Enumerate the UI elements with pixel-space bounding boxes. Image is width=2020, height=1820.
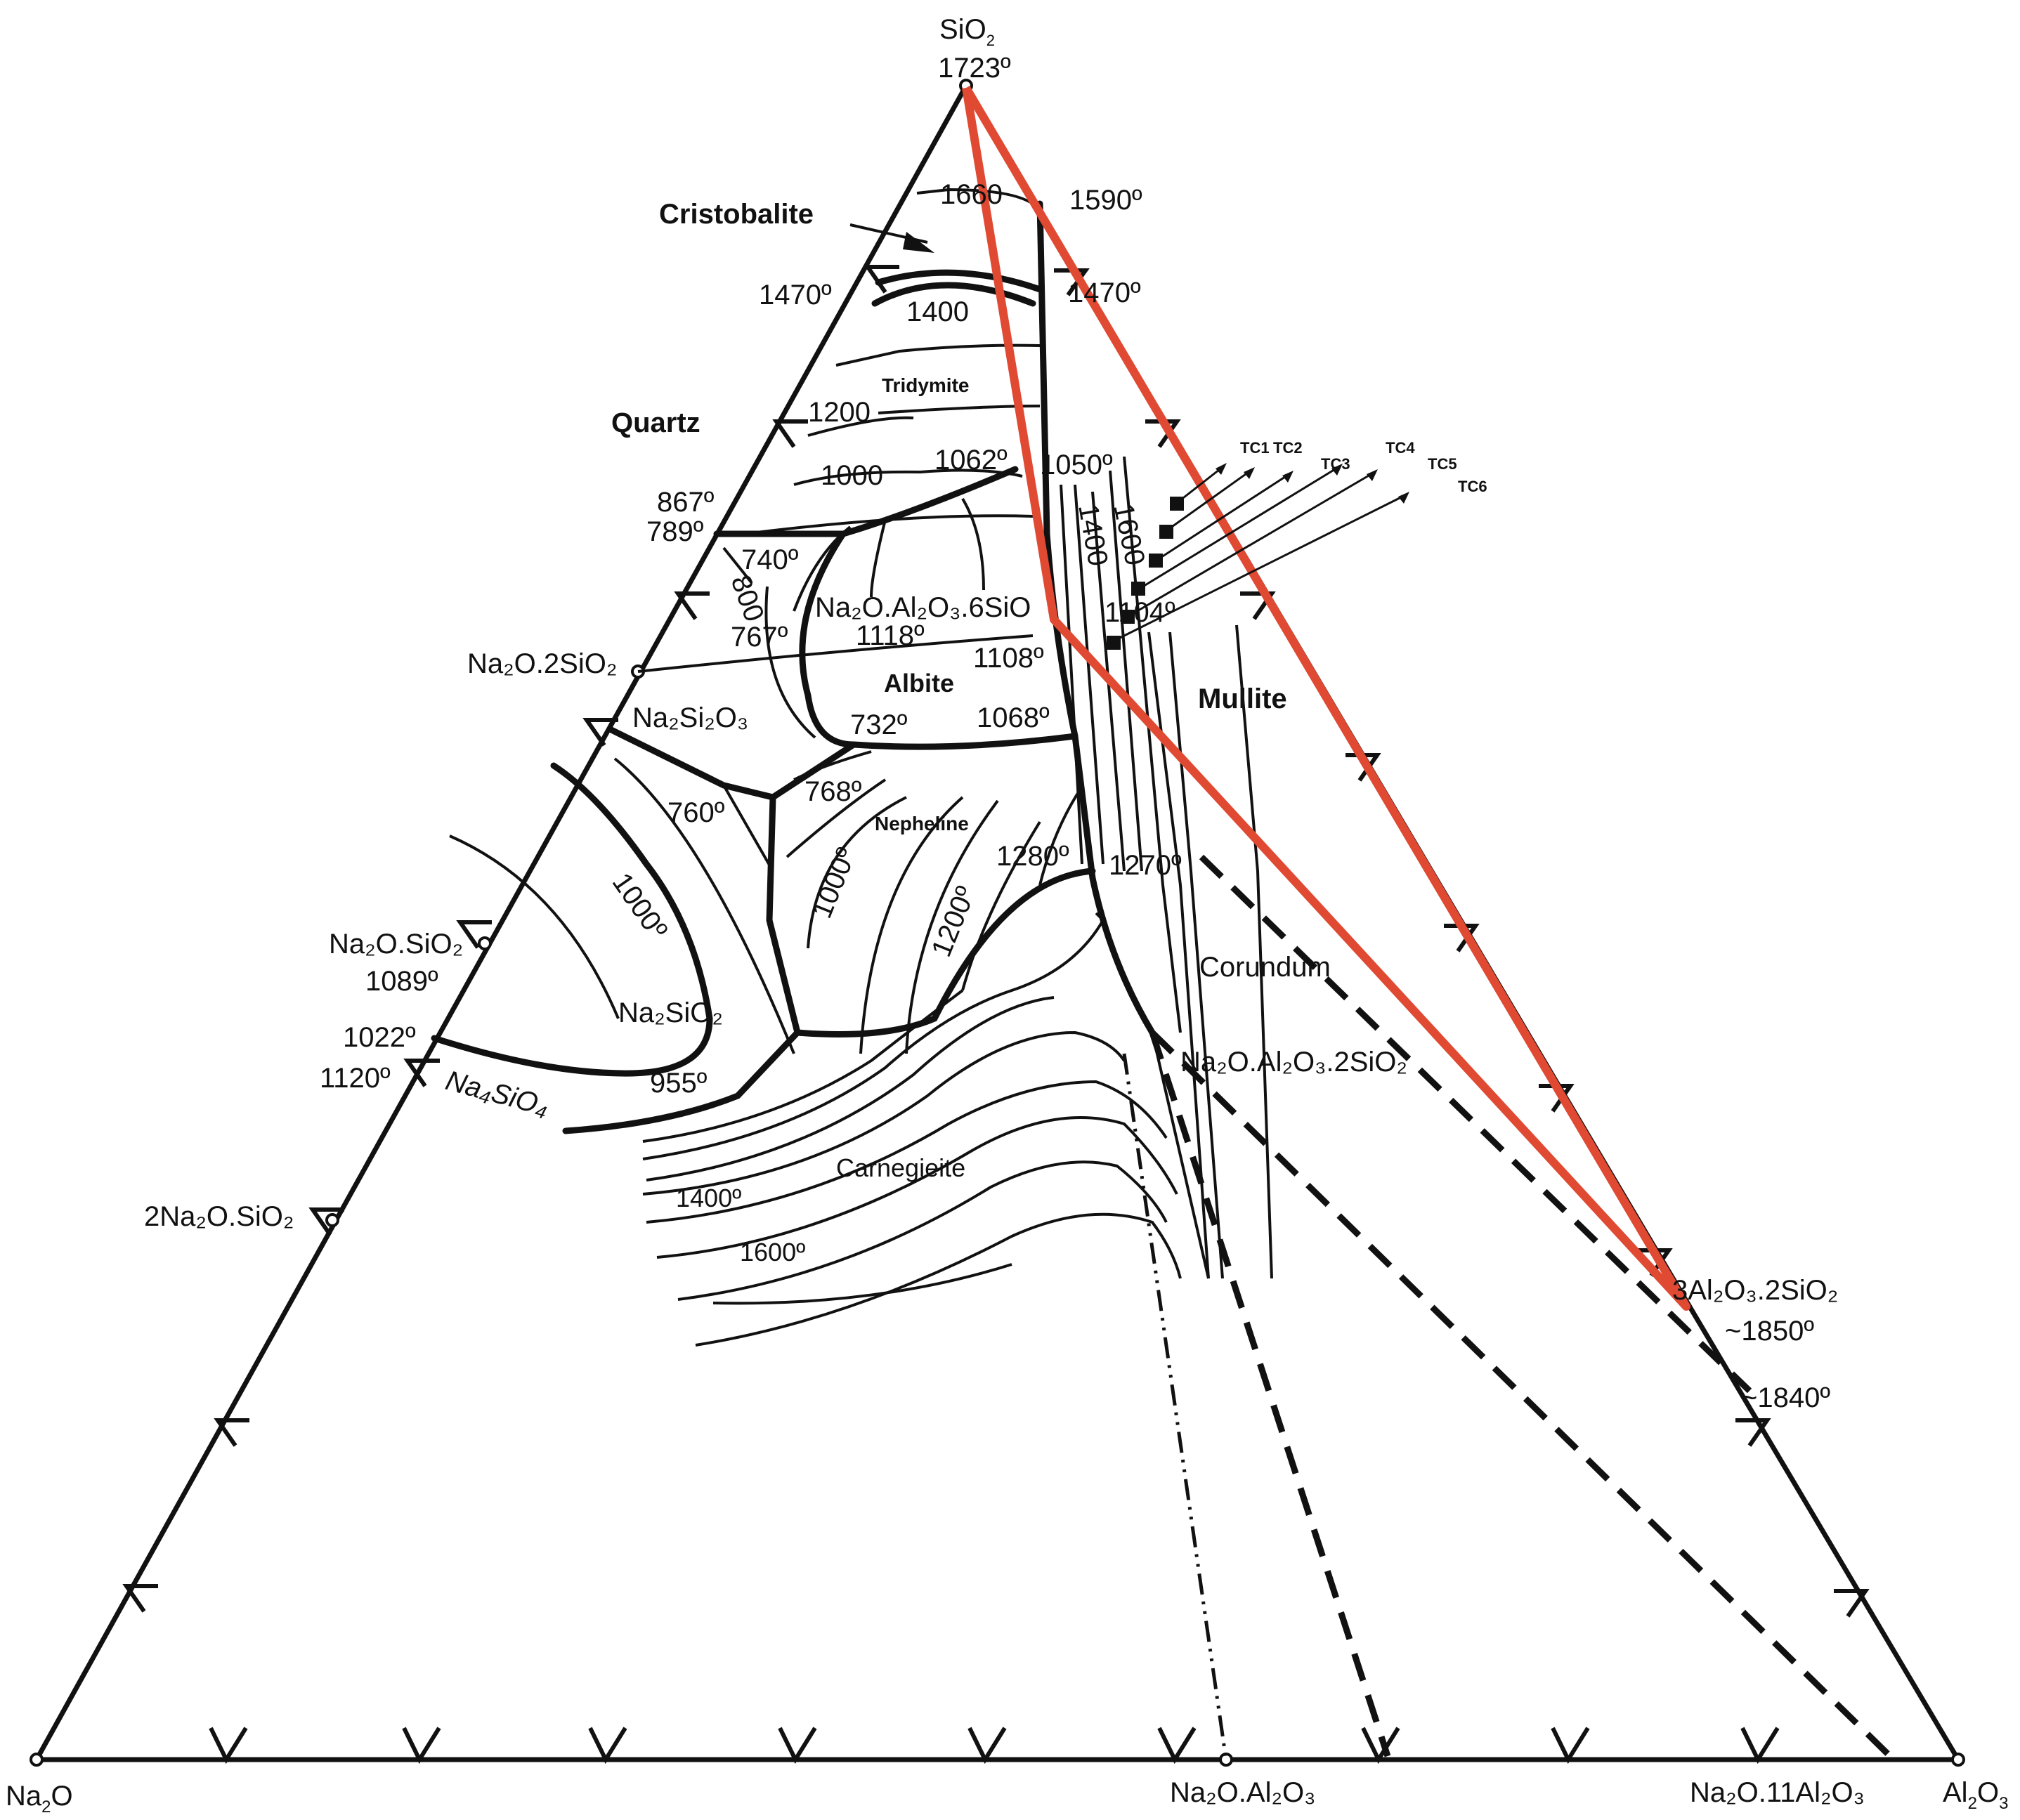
- svg-text:1270º: 1270º: [1109, 850, 1182, 881]
- na2o-label: Na2O: [6, 1781, 73, 1816]
- join-lines: [1122, 854, 1893, 1760]
- svg-text:1000º: 1000º: [807, 843, 863, 922]
- na2o-2sio2-label: Na₂O.2SiO₂: [467, 648, 617, 679]
- svg-text:1400º: 1400º: [676, 1184, 741, 1212]
- 2na2o-sio2-label: 2Na₂O.SiO₂: [144, 1201, 294, 1232]
- svg-text:732º: 732º: [850, 709, 908, 740]
- quartz-label: Quartz: [611, 407, 701, 438]
- edge-ticks: [122, 265, 1870, 1765]
- na2o-sio2-label: Na₂O.SiO₂: [329, 929, 463, 960]
- sio2-temp: 1723º: [938, 53, 1011, 84]
- svg-text:1089º: 1089º: [365, 966, 438, 997]
- svg-text:1470º: 1470º: [1068, 277, 1141, 308]
- svg-text:1050º: 1050º: [1040, 450, 1113, 480]
- svg-text:789º: 789º: [646, 516, 704, 547]
- corundum-label: Corundum: [1199, 952, 1331, 983]
- corner-labels: SiO2 1723º Na2O Al2O3: [6, 14, 2008, 1816]
- svg-text:1120º: 1120º: [320, 1063, 391, 1094]
- na2o-al2o3-label: Na₂O.Al₂O₃: [1170, 1777, 1315, 1808]
- na2si2o3-label: Na₂Si₂O₃: [632, 702, 748, 733]
- svg-text:767º: 767º: [731, 622, 788, 653]
- nepheline-formula-label: Na₂O.Al₂O₃.2SiO₂: [1180, 1047, 1407, 1078]
- tc5-marker: TC5: [1121, 455, 1457, 624]
- svg-text:~1850º: ~1850º: [1725, 1316, 1814, 1347]
- compound-labels: Na₂O.2SiO₂ Na₂Si₂O₃ Na₂O.SiO₂ Na₂SiO₂ Na…: [144, 592, 1865, 1808]
- svg-text:1280º: 1280º: [996, 841, 1069, 872]
- highlight-region: [962, 85, 1690, 1311]
- thermocouple-markers: TC1 TC2 TC3 TC4 TC5: [1107, 439, 1487, 650]
- svg-text:1660: 1660: [940, 179, 1003, 210]
- tc2-marker: TC2: [1159, 439, 1303, 539]
- svg-text:TC2: TC2: [1273, 439, 1303, 457]
- cristobalite-arrow: [849, 223, 934, 253]
- na2sio2-label: Na₂SiO₂: [618, 997, 723, 1028]
- svg-text:1118º: 1118º: [856, 620, 925, 651]
- svg-text:1000º: 1000º: [606, 868, 674, 945]
- svg-text:867º: 867º: [657, 487, 715, 518]
- cristobalite-label: Cristobalite: [659, 199, 814, 230]
- svg-text:1470º: 1470º: [759, 280, 832, 310]
- na2o-11al2o3-label: Na₂O.11Al₂O₃: [1690, 1777, 1865, 1808]
- mullite-formula-label: 3Al₂O₃.2SiO₂: [1672, 1275, 1838, 1306]
- svg-text:1104º: 1104º: [1105, 597, 1175, 628]
- svg-text:1600º: 1600º: [740, 1238, 805, 1266]
- tc1-marker: TC1: [1170, 439, 1270, 511]
- svg-text:1000: 1000: [821, 460, 883, 491]
- 2na2o-sio2-node: [325, 1213, 339, 1227]
- mullite-label: Mullite: [1198, 683, 1287, 714]
- al2o3-node: [1951, 1753, 1965, 1767]
- svg-text:1022º: 1022º: [343, 1022, 416, 1053]
- svg-text:760º: 760º: [667, 797, 725, 828]
- svg-text:TC5: TC5: [1428, 455, 1457, 473]
- svg-text:768º: 768º: [804, 776, 862, 807]
- svg-text:1068º: 1068º: [977, 702, 1050, 733]
- svg-text:TC6: TC6: [1458, 478, 1487, 495]
- svg-text:TC1: TC1: [1240, 439, 1270, 457]
- albite-label: Albite: [884, 669, 954, 698]
- na2o-node: [30, 1753, 44, 1767]
- tc4-marker: TC4: [1131, 439, 1415, 596]
- sio2-label: SiO2: [939, 14, 995, 49]
- svg-text:1400: 1400: [1072, 502, 1114, 568]
- svg-text:1200: 1200: [808, 397, 871, 428]
- albite-formula-label: Na₂O.Al₂O₃.6SiO: [815, 592, 1031, 623]
- svg-text:740º: 740º: [741, 544, 799, 575]
- svg-text:1400: 1400: [906, 296, 969, 327]
- tc6-marker: TC6: [1107, 478, 1487, 650]
- carnegieite-label: Carnegieite: [836, 1153, 965, 1182]
- phase-field-labels: Cristobalite Quartz Tridymite Albite Nep…: [611, 199, 1331, 1182]
- svg-text:1590º: 1590º: [1069, 185, 1142, 216]
- na2o-sio2-node: [478, 936, 492, 950]
- svg-text:1062º: 1062º: [934, 445, 1008, 476]
- svg-text:1108º: 1108º: [973, 643, 1044, 674]
- nepheline-label: Nepheline: [875, 813, 969, 834]
- svg-text:~1840º: ~1840º: [1741, 1382, 1830, 1413]
- svg-text:TC4: TC4: [1386, 439, 1415, 457]
- isotherms: [449, 188, 1273, 1347]
- na4sio4-label: Na₄SiO₄: [443, 1065, 552, 1122]
- svg-text:955º: 955º: [650, 1068, 708, 1099]
- al2o3-label: Al2O3: [1943, 1777, 2008, 1813]
- tridymite-label: Tridymite: [882, 374, 969, 396]
- svg-text:800: 800: [725, 571, 770, 626]
- svg-text:1600: 1600: [1107, 501, 1151, 568]
